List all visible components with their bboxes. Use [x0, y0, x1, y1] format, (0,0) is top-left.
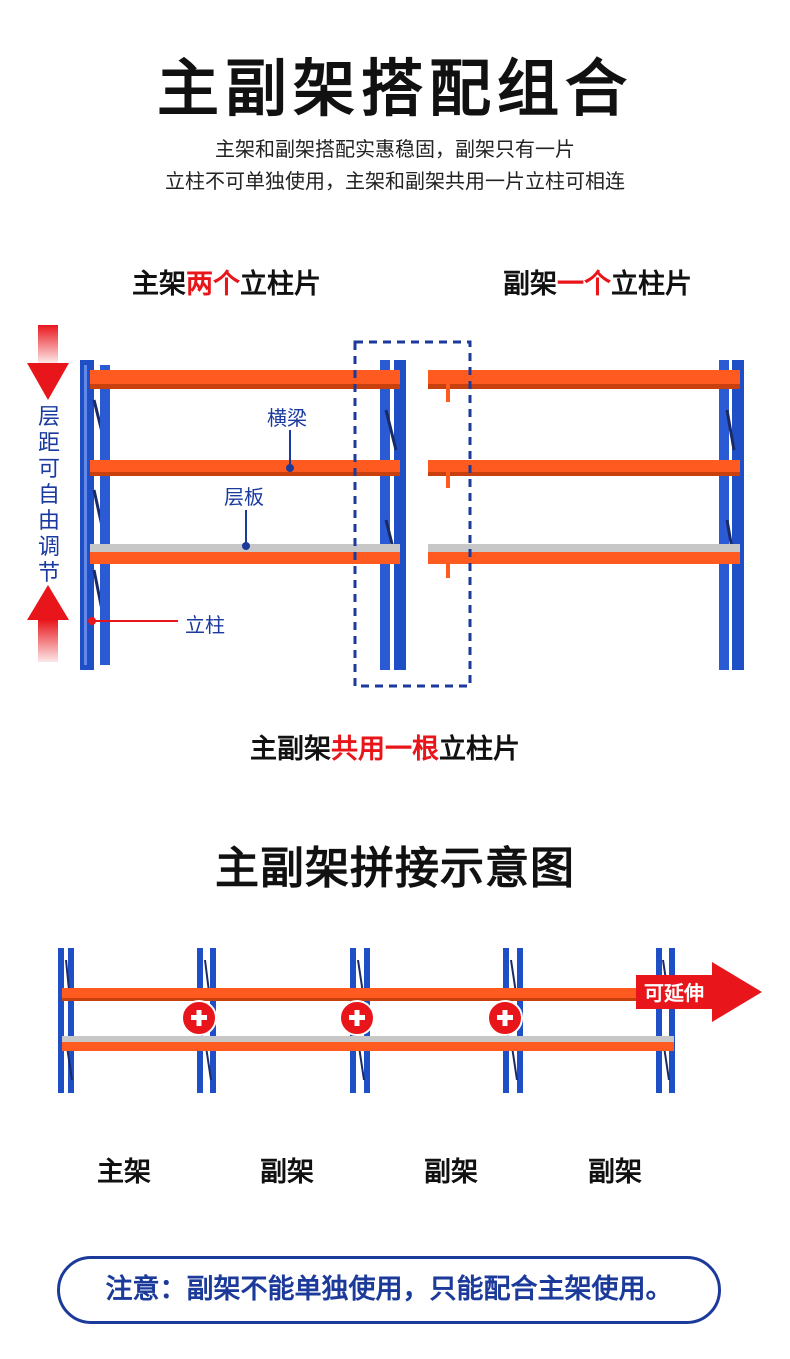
extend-arrow-icon: [636, 962, 762, 1022]
subtitle-line-1: 主架和副架搭配实惠稳固，副架只有一片: [215, 137, 575, 161]
up-arrow-icon: [27, 585, 69, 662]
splice-upright-1: [58, 948, 74, 1093]
side-char: 可: [37, 457, 60, 482]
sub-frame-heading-suffix: 立柱片: [611, 269, 692, 300]
shared-upright-highlight-box: [353, 340, 472, 688]
extend-arrow-text: 可延伸: [644, 981, 704, 1005]
side-char: 由: [37, 509, 60, 534]
splice-diagram-title: 主副架拼接示意图: [215, 843, 575, 894]
side-char: 层: [37, 405, 60, 430]
caption-prefix: 主副架: [250, 734, 331, 765]
frame-label-sub-2: 副架: [424, 1157, 478, 1188]
main-bottom-beam: [90, 552, 400, 564]
frame-label-sub-1: 副架: [260, 1157, 314, 1188]
main-frame-heading-suffix: 立柱片: [240, 269, 321, 300]
sub-top-beam: [428, 370, 740, 384]
sub-bottom-beam: [428, 552, 740, 564]
sub-frame-heading-highlight: 一个: [557, 269, 611, 300]
caption-highlight: 共用一根: [331, 734, 439, 765]
plus-icon: [181, 1000, 217, 1036]
splice-diagram: 可延伸: [58, 948, 762, 1093]
side-char: 自: [37, 483, 60, 508]
plus-icon: [487, 1000, 523, 1036]
subtitle-line-2: 立柱不可单独使用，主架和副架共用一片立柱可相连: [165, 169, 625, 193]
sub-middle-beam: [428, 460, 740, 472]
side-char: 节: [37, 561, 60, 586]
sub-frame-heading: 副架一个立柱片: [503, 262, 692, 301]
page-title: 主副架搭配组合: [156, 52, 633, 125]
main-frame-heading: 主架两个立柱片: [132, 262, 321, 301]
splice-top-beam: [62, 988, 674, 998]
beam-label: 横梁: [267, 406, 307, 430]
down-arrow-icon: [27, 325, 69, 400]
adjustable-spacing-label: 层 距 可 自 由 调 节: [36, 405, 62, 587]
sub-shelf-panel: [428, 544, 740, 552]
note-text: 注意：副架不能单独使用，只能配合主架使用。: [105, 1274, 673, 1305]
note-box: [57, 1256, 721, 1324]
shelf-label: 层板: [224, 485, 264, 509]
sub-frame-right-upright: [719, 360, 744, 670]
main-frame-heading-prefix: 主架: [132, 269, 186, 300]
main-frame-heading-highlight: 两个: [186, 269, 240, 300]
frame-label-main: 主架: [97, 1157, 151, 1188]
shared-upright: [380, 360, 406, 670]
splice-bottom-beam: [62, 1042, 674, 1051]
upright-label: 立柱: [185, 613, 225, 637]
main-middle-beam: [90, 460, 400, 472]
side-char: 距: [37, 431, 60, 456]
sub-frame-heading-prefix: 副架: [503, 269, 557, 300]
frame-label-sub-3: 副架: [588, 1157, 642, 1188]
splice-shelf-panel: [62, 1036, 674, 1042]
main-frame-left-upright: [80, 360, 110, 670]
shared-upright-caption: 主副架共用一根立柱片: [250, 727, 520, 766]
side-char: 调: [37, 535, 60, 560]
caption-suffix: 立柱片: [439, 734, 520, 765]
plus-icon: [339, 1000, 375, 1036]
main-top-beam: [90, 370, 400, 384]
splice-upright-5: [656, 948, 675, 1093]
rack-illustration: [27, 325, 744, 688]
